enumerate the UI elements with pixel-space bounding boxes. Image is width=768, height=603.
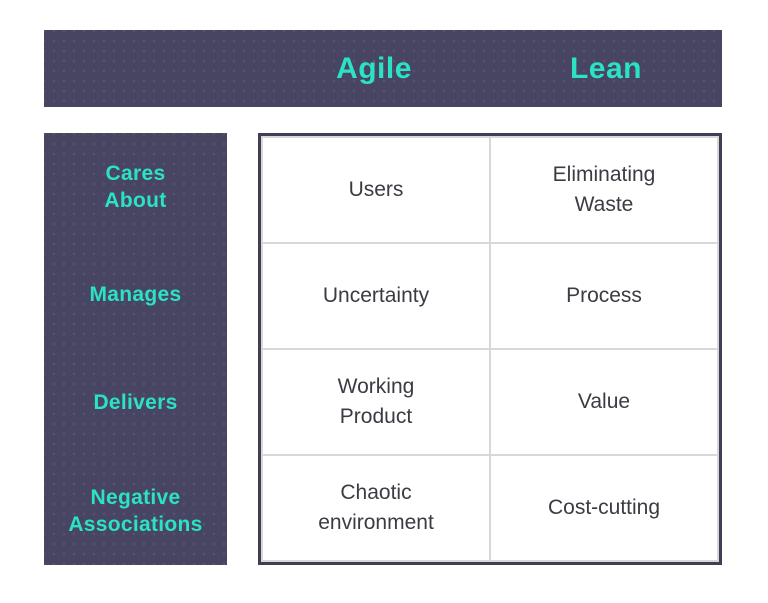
cell-manages-agile: Uncertainty bbox=[263, 244, 489, 348]
comparison-table: Users Eliminating Waste Uncertainty Proc… bbox=[258, 133, 722, 565]
cell-cares-about-agile: Users bbox=[263, 138, 489, 242]
row-label-sidebar: Cares About Manages Delivers Negative As… bbox=[44, 133, 227, 565]
cell-negative-associations-lean: Cost-cutting bbox=[491, 456, 717, 560]
row-label-manages: Manages bbox=[89, 283, 182, 307]
cell-cares-about-lean: Eliminating Waste bbox=[491, 138, 717, 242]
header-bar: Agile Lean bbox=[44, 30, 722, 107]
column-header-agile: Agile bbox=[336, 51, 412, 85]
cell-delivers-lean: Value bbox=[491, 350, 717, 454]
cell-delivers-agile: Working Product bbox=[263, 350, 489, 454]
cell-manages-lean: Process bbox=[491, 244, 717, 348]
header-spacer bbox=[44, 30, 258, 107]
row-label-delivers: Delivers bbox=[93, 391, 178, 415]
row-label-cares-about: Cares About bbox=[104, 161, 167, 212]
row-label-negative-associations: Negative Associations bbox=[68, 485, 203, 536]
cell-negative-associations-agile: Chaotic environment bbox=[263, 456, 489, 560]
column-header-lean: Lean bbox=[569, 51, 643, 85]
